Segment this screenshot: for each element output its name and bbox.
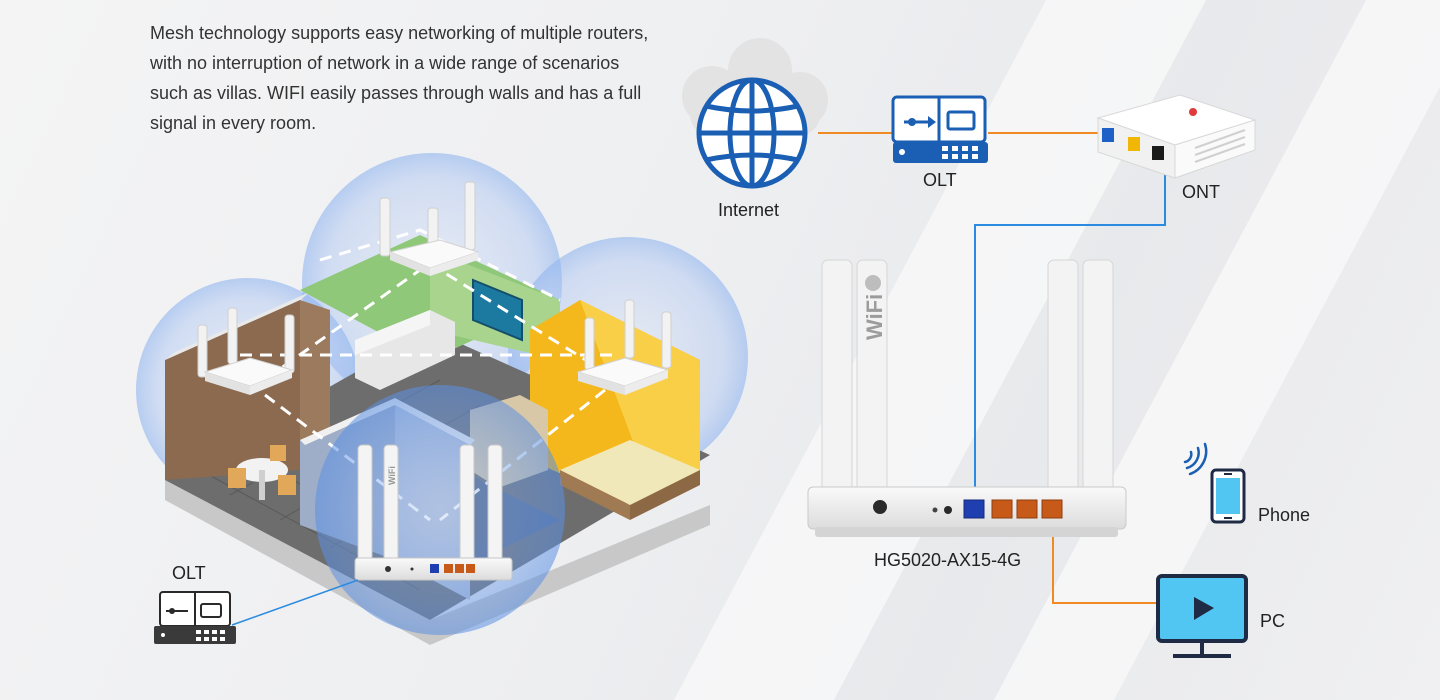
- usb-port: [944, 506, 952, 514]
- mesh-router-top: [379, 181, 480, 276]
- house-floor-edge: [165, 480, 710, 645]
- router-wifi-text: WiFi: [387, 466, 397, 485]
- router-wifi-logo: WiFi: [862, 294, 887, 340]
- chair: [270, 445, 286, 461]
- house-olt-device: [154, 591, 236, 644]
- globe-icon: [696, 77, 808, 189]
- main-router: WiFi: [807, 259, 1127, 537]
- ont-device: [1096, 94, 1257, 179]
- intro-text: Mesh technology supports easy networking…: [150, 23, 649, 133]
- olt-label: OLT: [923, 170, 957, 190]
- chair: [228, 468, 246, 488]
- power-port: [873, 500, 887, 514]
- house-illustration: WiFi: [136, 153, 748, 645]
- ont-label: ONT: [1182, 182, 1220, 202]
- pc-label: PC: [1260, 611, 1286, 631]
- mesh-router-main: WiFi: [354, 444, 513, 581]
- olt-device: [891, 95, 988, 163]
- lan-port: [991, 499, 1013, 519]
- mesh-router-left: [197, 307, 295, 395]
- ont-router-cable: [974, 168, 1166, 510]
- reset-hole: [932, 507, 938, 513]
- bed: [560, 440, 700, 505]
- wifi-logo-circle: [865, 275, 881, 291]
- router-pc-cable: [1052, 510, 1158, 604]
- bed-base-side: [630, 470, 700, 520]
- house-olt-label: OLT: [172, 563, 206, 583]
- pc-monitor-icon: [1156, 574, 1248, 658]
- dining-table-leg: [259, 470, 265, 500]
- lan-port: [1016, 499, 1038, 519]
- bed-base: [560, 470, 630, 520]
- wifi-signal-icon: [1183, 442, 1208, 476]
- mesh-router-right: [576, 299, 672, 395]
- left-room-wall-side: [300, 300, 330, 470]
- house-fiber-cable: [231, 579, 359, 626]
- router-model-label: HG5020-AX15-4G: [874, 550, 1022, 570]
- phone-label: Phone: [1258, 505, 1311, 525]
- chair: [278, 475, 296, 495]
- lan-port: [1041, 499, 1063, 519]
- phone-icon: [1210, 468, 1246, 524]
- coverage-bubble-main: [315, 385, 565, 635]
- sofa-back: [355, 310, 430, 355]
- wan-port: [963, 499, 985, 519]
- internet-label: Internet: [718, 200, 780, 220]
- tv: [472, 278, 523, 342]
